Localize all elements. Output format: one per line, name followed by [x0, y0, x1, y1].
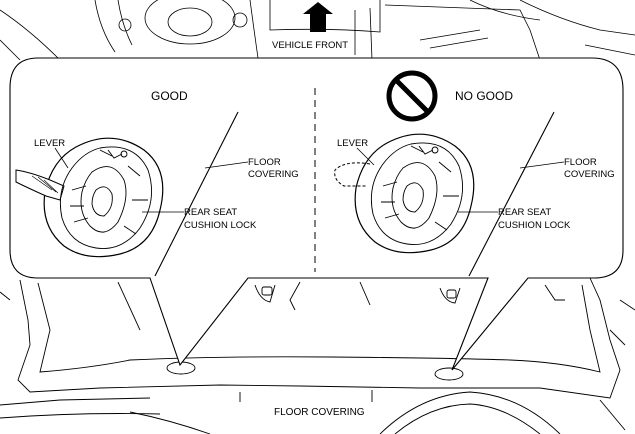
arrow-up-icon [303, 2, 333, 32]
floor-covering-label-bottom: FLOOR COVERING [274, 407, 365, 418]
floor-cutout-no-good [354, 133, 475, 254]
bottom-label-backdrop [268, 402, 372, 418]
rear-seat-label-good-2: CUSHION LOCK [184, 220, 257, 231]
prohibited-icon [386, 70, 438, 122]
rear-seat-label-no-good-2: CUSHION LOCK [498, 220, 571, 231]
vehicle-front-label: VEHICLE FRONT [272, 40, 348, 51]
rear-seat-cushion-lock-good [59, 146, 153, 250]
lever-no-good [334, 162, 371, 187]
leader-lever-no-good [356, 147, 375, 166]
rear-seat-label-no-good-1: REAR SEAT [498, 207, 551, 218]
rear-seat-label-good-1: REAR SEAT [184, 207, 237, 218]
leader-floor-good [204, 161, 249, 169]
right-lock-hole [434, 367, 464, 381]
dashboard-linework [0, 0, 635, 61]
floor-covering-label-no-good-1: FLOOR [564, 157, 597, 168]
good-heading: GOOD [151, 89, 188, 103]
floor-covering-label-good-1: FLOOR [248, 157, 281, 168]
floor-covering-edge-good [154, 111, 239, 277]
floor-covering-edge-no-good [468, 111, 555, 277]
no-good-heading: NO GOOD [455, 89, 513, 103]
callout-bubble [9, 57, 624, 371]
lever-label-good: LEVER [34, 138, 65, 149]
lever-label-no-good: LEVER [337, 138, 368, 149]
floor-covering-label-no-good-2: COVERING [564, 169, 615, 180]
rear-seat-cushion-lock-no-good [370, 142, 464, 246]
good-lock-assembly [15, 137, 164, 258]
leader-floor-no-good [519, 161, 565, 169]
leader-lever-good [54, 147, 69, 169]
floor-covering-label-good-2: COVERING [248, 169, 299, 180]
no-good-lock-assembly [334, 133, 475, 254]
